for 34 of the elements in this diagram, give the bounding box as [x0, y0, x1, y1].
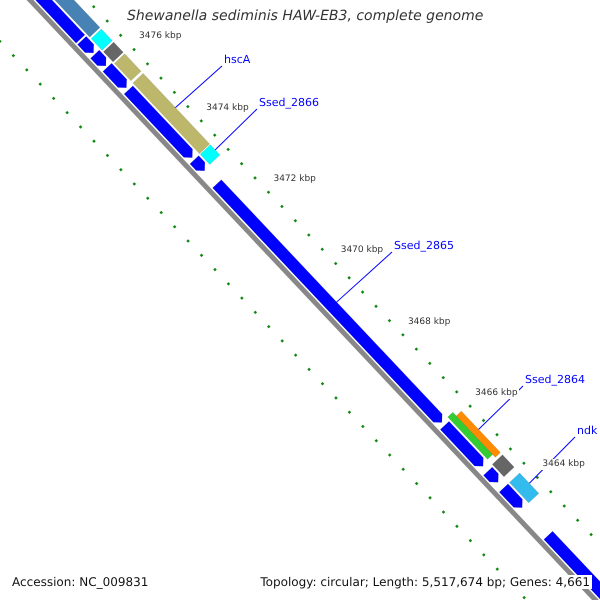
gene-segment — [483, 466, 499, 482]
leader-line — [336, 252, 392, 303]
gene-bar — [90, 28, 113, 50]
leader-line — [214, 108, 258, 150]
gene-bar — [509, 472, 540, 504]
gene-segment — [440, 421, 484, 466]
gene-segment — [77, 36, 94, 54]
tick-label: 3476 kbp — [138, 31, 182, 42]
tick-label: 3464 kbp — [541, 459, 586, 470]
gene-segment — [124, 86, 193, 158]
gene-segment — [102, 63, 127, 88]
title: Shewanella sediminis HAW-EB3, complete genome — [127, 8, 484, 24]
gene-segment — [90, 50, 106, 66]
gene-bar — [103, 42, 124, 62]
tick-label: 3474 kbp — [205, 102, 250, 114]
gene-bar — [200, 144, 220, 165]
gene-bar — [492, 454, 514, 477]
gene-label: Ssed_2866 — [259, 96, 319, 110]
tick-label: 3472 kbp — [272, 174, 317, 185]
tick-label: 3466 kbp — [474, 388, 519, 399]
gene-bar — [447, 412, 493, 460]
tick-label: 3470 kbp — [340, 245, 384, 256]
tick-label: 3468 kbp — [406, 316, 452, 328]
gene-bar — [456, 410, 501, 458]
gene-label: hscA — [224, 53, 250, 67]
accession-text: Accession: NC_009831 — [10, 575, 150, 589]
leader-line — [174, 66, 222, 108]
gene-segment — [190, 155, 206, 171]
genome-info-text: Topology: circular; Length: 5,517,674 bp; Genes: 4,661 — [258, 575, 592, 589]
gene-bar — [114, 54, 142, 82]
gene-segment — [499, 484, 523, 508]
gene-label: Ssed_2864 — [525, 373, 585, 387]
gene-label: Ssed_2865 — [394, 239, 454, 253]
gene-label: ndk — [577, 424, 598, 438]
